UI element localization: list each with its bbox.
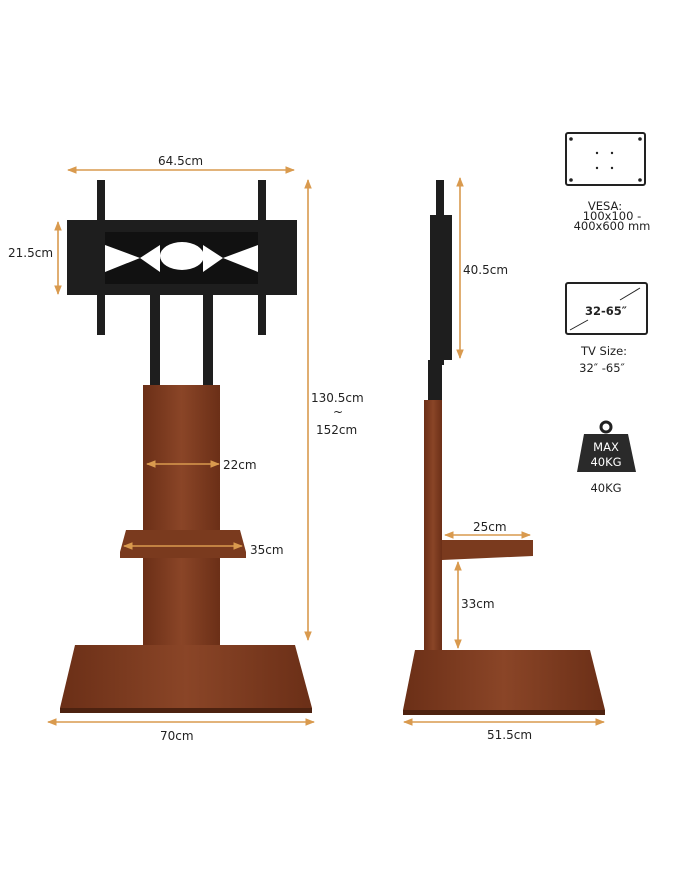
side-wood-base	[403, 650, 605, 710]
tv-size-icon-text: 32-65″	[585, 304, 627, 318]
weight-icon	[577, 420, 636, 472]
tv-mount-bracket	[67, 180, 297, 385]
wood-base	[60, 645, 312, 708]
base-depth-label: 51.5cm	[487, 728, 532, 742]
tv-size-icon	[565, 282, 648, 335]
bracket-height-label: 21.5cm	[8, 246, 53, 260]
vesa-label: VESA:	[588, 199, 622, 213]
side-view: 40.5cm 25cm 33cm 51.5cm	[403, 177, 605, 742]
weight-label: 40KG	[590, 481, 621, 495]
base-width-label: 70cm	[160, 729, 194, 743]
tv-size-value: 32″ -65″	[579, 361, 625, 375]
side-bracket-height-label: 40.5cm	[463, 263, 508, 277]
total-height-max-label: 152cm	[316, 423, 357, 437]
shelf-height-label: 33cm	[461, 597, 495, 611]
shelf-width-label: 35cm	[250, 543, 284, 557]
total-height-min-label: 130.5cm	[311, 391, 364, 405]
shelf-depth-label: 25cm	[473, 520, 507, 534]
weight-icon-value: 40KG	[590, 455, 621, 469]
wood-column	[143, 385, 220, 655]
tv-size-label: TV Size:	[580, 344, 627, 358]
height-range-separator: ~	[333, 405, 343, 419]
side-wood-shelf	[442, 540, 533, 560]
weight-icon-max: MAX	[593, 440, 619, 454]
specs-panel: VESA: 100x100 - 400x600 mm 32-65″ TV Siz…	[565, 132, 651, 495]
vesa-icon	[565, 132, 646, 186]
side-wood-column	[424, 400, 442, 685]
column-width-label: 22cm	[223, 458, 257, 472]
vesa-line1: 100x100 -	[583, 209, 642, 223]
bracket-width-label: 64.5cm	[158, 154, 203, 168]
front-view: 64.5cm 21.5cm 130.5cm ~ 152cm 22cm 35cm …	[8, 154, 364, 743]
vesa-line2: 400x600 mm	[574, 219, 651, 233]
wood-shelf	[120, 530, 246, 552]
